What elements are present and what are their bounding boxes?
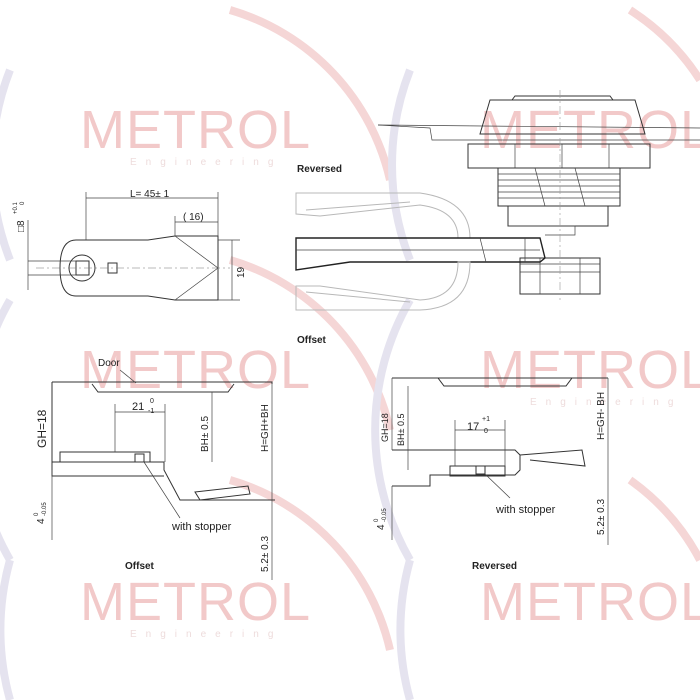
offset-dim-label: 5.2± 0.3 [596,498,607,535]
h-label: H=GH+BH [260,404,271,452]
thickness-tol-bottom: -0.05 [382,508,388,522]
watermark-arc [228,6,394,181]
width-label: 17 [467,421,479,433]
watermark-arc [371,298,414,562]
watermark-brand: METROL [480,340,700,400]
reversed-install-view: GH=18 BH± 0.5 17 +1 0 H=GH- BH 4 0 -0.05… [374,377,609,572]
reversed-frame [392,449,521,487]
watermark-brand: METROL [480,572,700,632]
width-tol-top: 0 [150,398,154,405]
length-label: L= 45± 1 [130,189,170,200]
cam-plan-view: L= 45± 1 ( 16) 19 □8 +0.1 0 [13,189,247,301]
lock-bezel [437,377,573,387]
reversed-cam-tip [519,449,586,467]
watermark-brand: METROL [480,100,700,160]
square-tol-top: +0.1 [13,201,19,214]
watermark-layer: METROL METROL METROL METROL METROL METRO… [0,6,700,700]
stopper-leader [484,473,511,499]
watermark-arc [627,6,700,83]
watermark-tagline: Engineering [530,397,682,408]
thickness-tol-top: 0 [374,518,380,522]
square-tol-bottom: 0 [20,201,26,205]
thickness-tol-top: 0 [34,512,40,516]
watermark-arc [0,68,14,262]
reversed-stopper [475,465,486,475]
stopper-leader [143,461,181,519]
sub-length-label: ( 16) [183,212,204,223]
height-label: 19 [236,266,247,278]
bh-label: BH± 0.5 [200,416,211,452]
panel-plate-edge [377,124,700,129]
watermark-arc [0,298,14,562]
reversed-caption: Reversed [472,561,517,572]
offset-label: Offset [297,335,327,346]
main-cam [295,237,546,271]
bh-label: BH± 0.5 [396,414,406,446]
h-label: H=GH- BH [596,392,607,440]
square-label: □8 [16,220,27,232]
cam-side-view: Reversed Offset [295,164,546,346]
lock-head-top [511,95,614,101]
offset-caption: Offset [125,561,155,572]
offset-dim-label: 5.2± 0.3 [260,535,271,572]
thickness-label: 4 [36,518,47,524]
offset-cam-tip [194,485,251,501]
watermark-arc [627,476,700,562]
door-panel-top [52,381,273,384]
panel-plate [377,124,700,141]
door-leader [119,369,137,384]
stopper-label: with stopper [171,521,232,533]
width-tol-bottom: 0 [484,428,488,435]
width-tol-top: +1 [482,416,490,423]
cam-outline [59,235,219,301]
thickness-label: 4 [376,524,387,530]
watermark-arc [0,558,14,700]
shaft-step [508,225,576,236]
main-cam-detail [479,237,526,263]
watermark-arc [396,558,414,700]
watermark-tagline: Engineering [130,157,282,168]
watermark-brand: METROL [80,340,311,400]
offset-cam-ghost [295,261,471,311]
watermark-brand: METROL [80,100,311,160]
watermark-arc [228,476,394,651]
thread-lines [498,173,620,199]
watermark-brand: METROL [80,572,311,632]
offset-cam-ghost-edge [305,291,411,303]
gh-label: GH=18 [380,413,390,442]
width-tol-bottom: -1 [148,408,154,415]
offset-frame-lower [51,462,164,477]
reversed-label: Reversed [297,164,342,175]
offset-stopper [134,453,145,463]
stopper-label: with stopper [495,504,556,516]
reversed-cam-ghost [295,192,471,239]
lower-shaft [507,205,609,227]
lock-body-side-view [377,90,700,300]
watermark-tagline: Engineering [130,629,282,640]
door-label: Door [98,358,120,369]
reversed-cam-ghost-edge [305,201,411,211]
offset-cam-body [59,451,151,463]
lock-head [479,99,646,135]
gh-label: GH=18 [35,409,49,448]
thickness-tol-bottom: -0.05 [42,502,48,516]
offset-install-view: Door GH=18 21 0 -1 BH± 0.5 H=GH+BH 4 0 -… [34,358,275,580]
lock-bezel [91,383,235,393]
watermark-arc [388,68,414,262]
thread-slot [534,167,586,207]
width-label: 21 [132,401,144,413]
